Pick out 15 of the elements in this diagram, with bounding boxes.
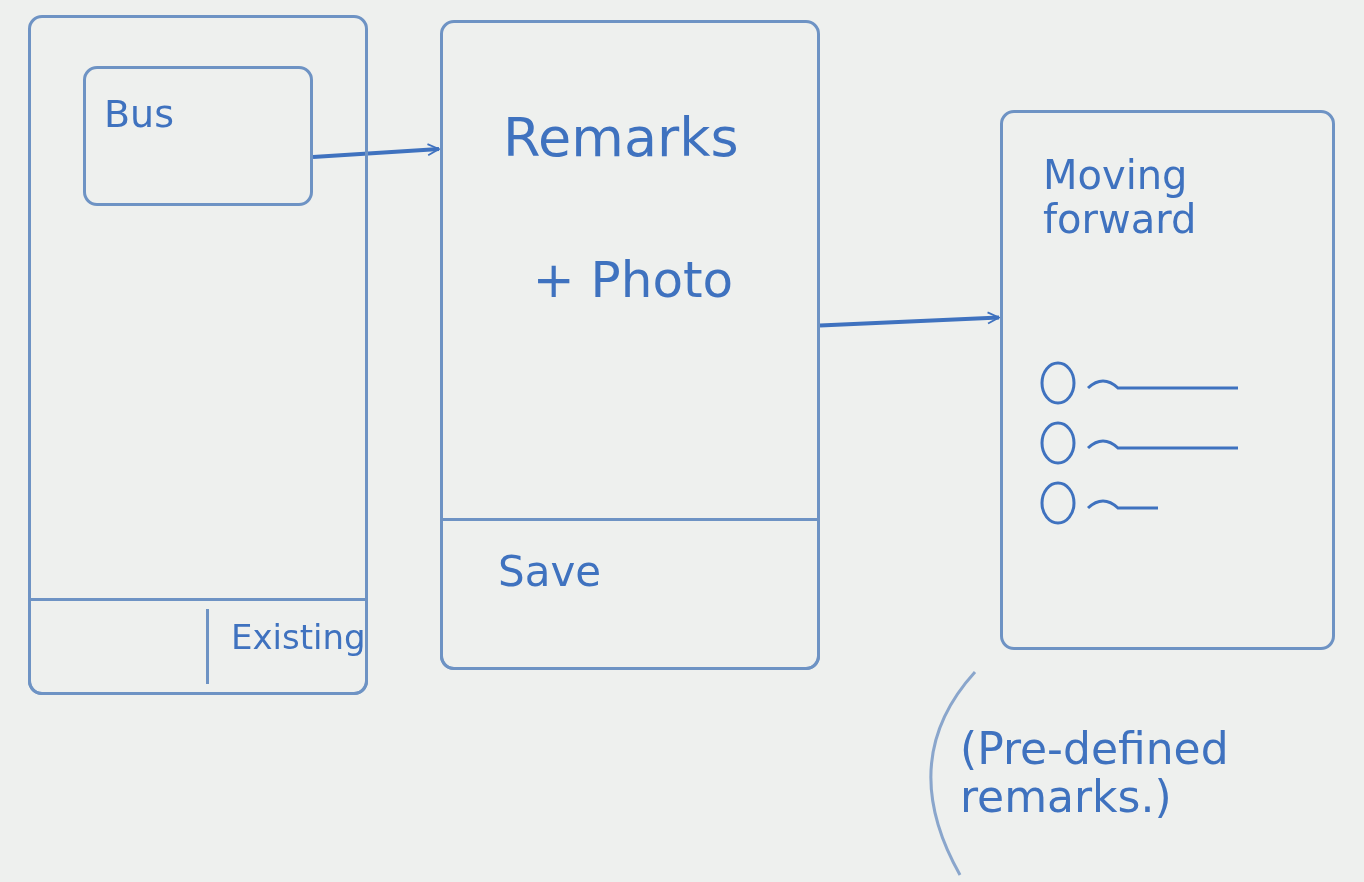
screen-title: Existing bbox=[231, 619, 361, 657]
bottom-tab-bar bbox=[28, 598, 368, 695]
arrow bbox=[819, 311, 1000, 328]
list-card bbox=[83, 66, 313, 206]
phone-screen bbox=[28, 15, 368, 695]
screen-panel bbox=[440, 20, 820, 670]
button-label: Save bbox=[498, 549, 603, 596]
screen-title: Remarks bbox=[503, 108, 740, 168]
screen-panel bbox=[1000, 110, 1335, 650]
screen-title: Moving forward bbox=[1043, 153, 1198, 241]
screen-title: Bus bbox=[104, 94, 175, 136]
note: (Pre-defined remarks.) bbox=[960, 725, 1230, 822]
text: + Photo bbox=[531, 253, 735, 308]
arrow bbox=[312, 143, 440, 159]
save-bar bbox=[440, 518, 820, 670]
